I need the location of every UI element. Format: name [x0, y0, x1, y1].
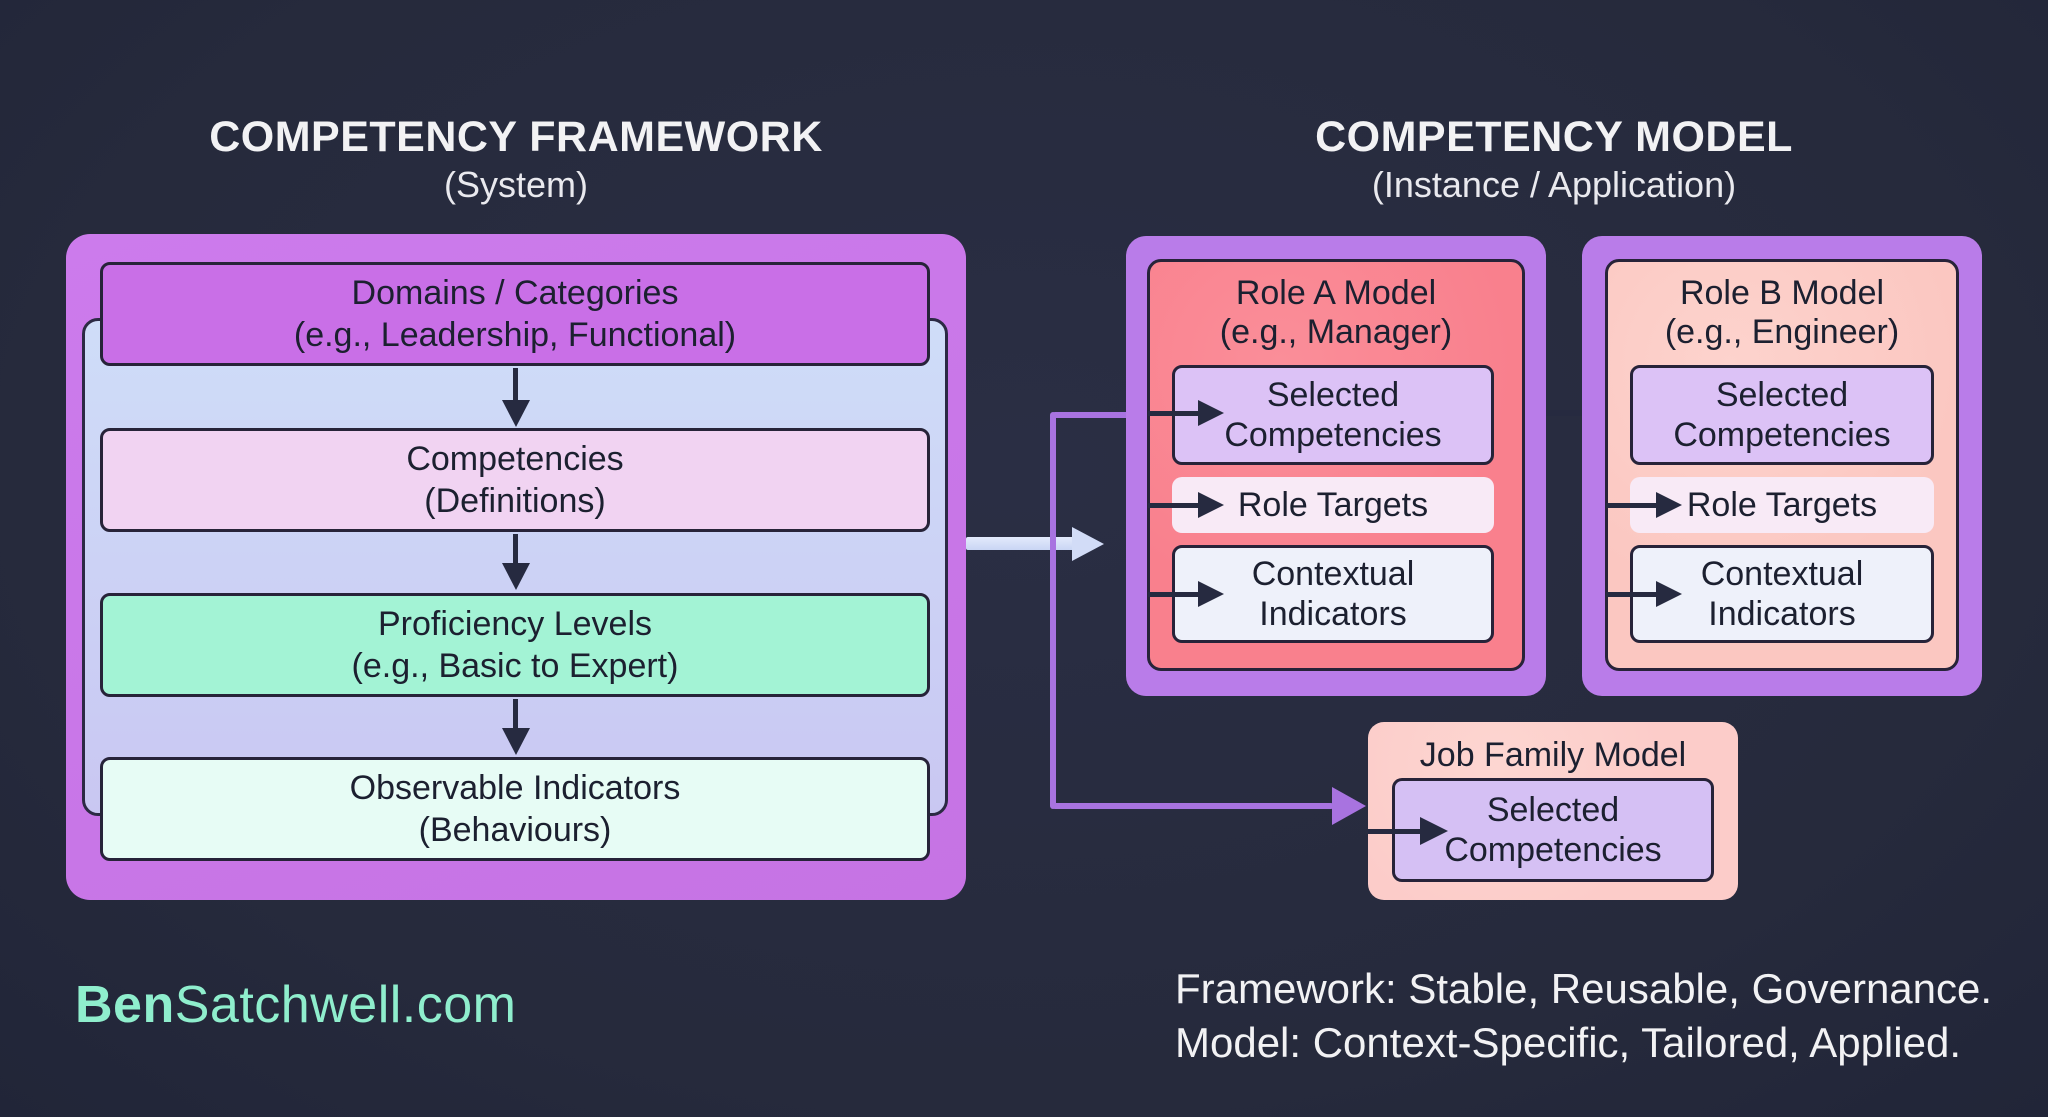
- role-a-role-targets: Role Targets: [1172, 477, 1494, 533]
- role-a-contextual-indicators: Contextual Indicators: [1172, 545, 1494, 643]
- footer-note-framework: Framework: Stable, Reusable, Governance.: [1175, 965, 1993, 1012]
- framework-subheading: (System): [444, 164, 588, 205]
- down-arrow-icon: [502, 563, 530, 590]
- down-arrow-icon: [502, 400, 530, 427]
- role-a-panel: Role A Model (e.g., Manager) Selected Co…: [1147, 259, 1525, 671]
- role-title-line1: Role B Model: [1679, 274, 1885, 312]
- brand-bold: Ben: [75, 976, 175, 1034]
- framework-box-competencies: Competencies (Definitions): [100, 428, 930, 532]
- job-family-title: Job Family Model: [1419, 736, 1687, 774]
- framework-to-models-arrow-icon: [966, 537, 1076, 550]
- branch-connector-arrowhead-icon: [1332, 787, 1366, 825]
- framework-title-block: COMPETENCY FRAMEWORK (System): [66, 112, 966, 208]
- model-title-block: COMPETENCY MODEL (Instance / Application…: [1154, 112, 1954, 208]
- box-label-line2: (Behaviours): [418, 811, 612, 849]
- box-label-line2: (e.g., Leadership, Functional): [293, 316, 737, 354]
- down-arrow-icon: [513, 368, 518, 402]
- branch-connector-vertical-icon: [1050, 412, 1056, 809]
- job-family-arrow-icon: [1368, 829, 1424, 834]
- box-label-line1: Competencies: [406, 440, 624, 478]
- brand-watermark: BenSatchwell.com: [75, 975, 516, 1035]
- role-title-line2: (e.g., Manager): [1219, 313, 1453, 351]
- role-a-model: Role A Model (e.g., Manager) Selected Co…: [1126, 236, 1546, 696]
- brand-rest: Satchwell.com: [174, 976, 517, 1034]
- down-arrow-icon: [513, 534, 518, 565]
- branch-connector-bottom-icon: [1052, 803, 1334, 809]
- branch-connector-top-icon: [1052, 412, 1130, 418]
- footer-note-model: Model: Context-Specific, Tailored, Appli…: [1175, 1019, 1961, 1066]
- role-b-selected-competencies: Selected Competencies: [1630, 365, 1934, 465]
- box-label-line2: (e.g., Basic to Expert): [351, 647, 679, 685]
- framework-box-proficiency-levels: Proficiency Levels (e.g., Basic to Exper…: [100, 593, 930, 697]
- job-family-model: Job Family Model Selected Competencies: [1368, 722, 1738, 900]
- framework-to-models-arrowhead-icon: [1072, 527, 1104, 561]
- down-arrow-icon: [513, 699, 518, 730]
- framework-heading: COMPETENCY FRAMEWORK: [209, 113, 823, 161]
- box-label-line1: Proficiency Levels: [377, 605, 652, 643]
- model-subheading: (Instance / Application): [1371, 164, 1737, 205]
- down-arrow-icon: [502, 728, 530, 755]
- role-a-selected-competencies: Selected Competencies: [1172, 365, 1494, 465]
- framework-box-domains: Domains / Categories (e.g., Leadership, …: [100, 262, 930, 366]
- box-label-line1: Domains / Categories: [351, 274, 679, 312]
- role-title-line1: Role A Model: [1235, 274, 1437, 312]
- role-title-line2: (e.g., Engineer): [1664, 313, 1900, 351]
- model-heading: COMPETENCY MODEL: [1315, 113, 1793, 161]
- job-family-arrowhead-icon: [1420, 817, 1448, 845]
- box-label-line1: Observable Indicators: [349, 769, 681, 807]
- framework-box-observable-indicators: Observable Indicators (Behaviours): [100, 757, 930, 861]
- box-label-line2: (Definitions): [424, 482, 606, 520]
- footer-notes: Framework: Stable, Reusable, Governance.…: [1175, 962, 1992, 1070]
- role-b-panel: Role B Model (e.g., Engineer) Selected C…: [1605, 259, 1959, 671]
- role-b-title: Role B Model (e.g., Engineer): [1608, 274, 1956, 352]
- role-a-title: Role A Model (e.g., Manager): [1150, 274, 1522, 352]
- role-b-model: Role B Model (e.g., Engineer) Selected C…: [1582, 236, 1982, 696]
